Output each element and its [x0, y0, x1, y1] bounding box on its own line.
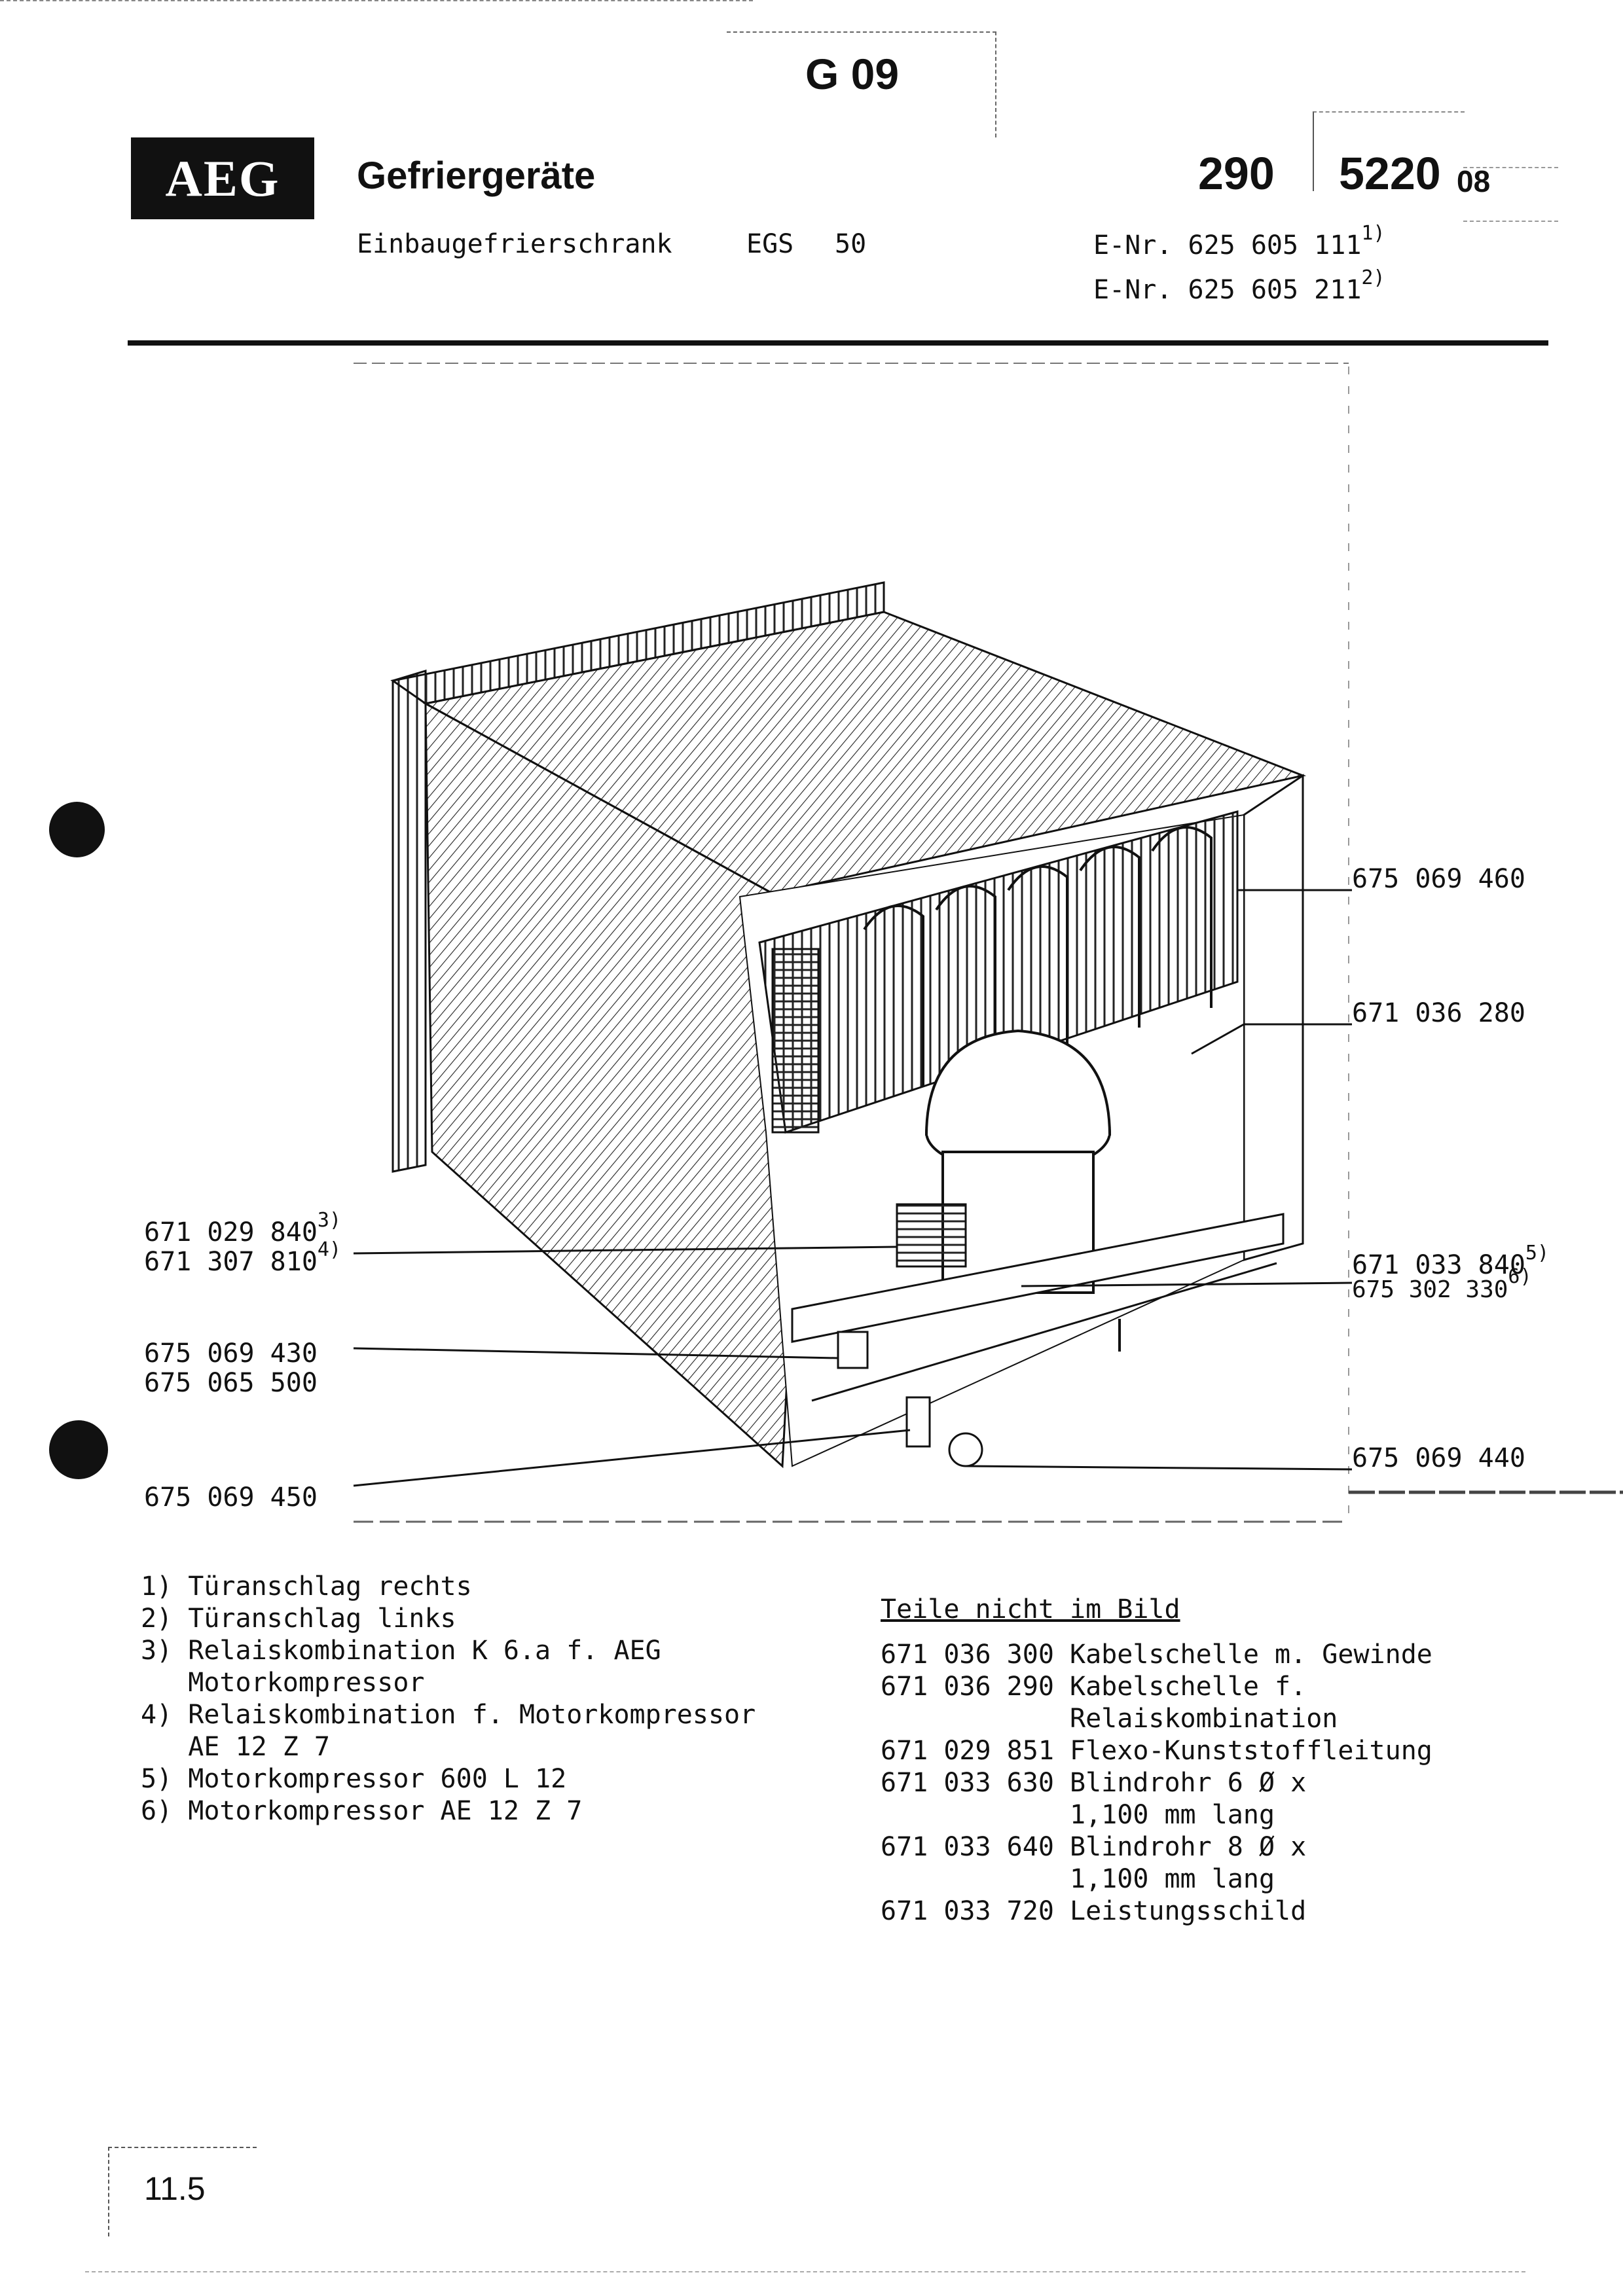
top-edge-rule: [0, 0, 753, 3]
parts-line: 671 036 290 Kabelschelle f.: [881, 1672, 1307, 1702]
footnote-line: Motorkompressor: [141, 1668, 425, 1698]
footnotes: 1) Türanschlag rechts 2) Türanschlag lin…: [141, 1571, 756, 1827]
parts-line: 671 036 300 Kabelschelle m. Gewinde: [881, 1640, 1432, 1670]
brand-logo: AEG: [131, 137, 314, 219]
bottom-edge-rule: [85, 2271, 1525, 2274]
callout-675-302-330: 675 302 3306): [1352, 1265, 1532, 1303]
footnote-line: AE 12 Z 7: [141, 1732, 330, 1762]
callout-671-029-840: 671 029 8403): [144, 1209, 342, 1247]
callout-671-036-280: 671 036 280: [1352, 998, 1525, 1028]
header-rule: [128, 340, 1548, 346]
page-title: Gefriergeräte: [357, 154, 596, 197]
doc-suffix-box: [1463, 167, 1558, 222]
subtitle: Einbaugefrierschrank: [357, 229, 672, 259]
punch-hole-bottom: [49, 1420, 108, 1479]
parts-line: 671 029 851 Flexo-Kunststoffleitung: [881, 1736, 1432, 1766]
model-number: 50: [835, 229, 867, 259]
parts-line: 671 033 720 Leistungsschild: [881, 1896, 1307, 1926]
doc-prefix: 290: [1198, 148, 1275, 199]
footnote-line: 6) Motorkompressor AE 12 Z 7: [141, 1796, 583, 1826]
enr-line-1: E-Nr. 625 605 1111): [1093, 222, 1385, 260]
footnote-line: 1) Türanschlag rechts: [141, 1571, 472, 1602]
callout-675-069-430: 675 069 430: [144, 1338, 318, 1369]
parts-heading: Teile nicht im Bild: [881, 1594, 1180, 1624]
callout-675-069-440: 675 069 440: [1352, 1443, 1525, 1473]
footnote-line: 2) Türanschlag links: [141, 1604, 456, 1634]
callout-675-069-460: 675 069 460: [1352, 864, 1525, 894]
doc-number-box: [1313, 111, 1465, 191]
model-type: EGS: [746, 229, 794, 259]
footnote-line: 5) Motorkompressor 600 L 12: [141, 1764, 567, 1794]
section-code: G 09: [805, 50, 900, 98]
parts-line: 1,100 mm lang: [881, 1864, 1275, 1894]
page-number-box: [108, 2147, 257, 2236]
parts-line: 671 033 640 Blindrohr 8 Ø x: [881, 1832, 1307, 1862]
doc-suffix: 08: [1457, 164, 1491, 198]
freezer-exploded-illustration: [353, 363, 1623, 1523]
doc-number: 5220: [1339, 148, 1441, 199]
page-number: 11.5: [144, 2170, 206, 2207]
parts-not-shown: Teile nicht im Bild 671 036 300 Kabelsch…: [881, 1594, 1432, 1928]
parts-line: 1,100 mm lang: [881, 1800, 1275, 1830]
parts-line: Relaiskombination: [881, 1704, 1338, 1734]
callout-675-069-450: 675 069 450: [144, 1482, 318, 1513]
parts-line: 671 033 630 Blindrohr 6 Ø x: [881, 1768, 1307, 1798]
enr-line-2: E-Nr. 625 605 2112): [1093, 266, 1385, 305]
callout-671-307-810: 671 307 8104): [144, 1238, 342, 1277]
footnote-line: 3) Relaiskombination K 6.a f. AEG: [141, 1636, 661, 1666]
callout-671-033-840: 671 033 8405): [1352, 1242, 1550, 1280]
section-code-box: [727, 31, 996, 137]
punch-hole-top: [49, 802, 105, 857]
footnote-line: 4) Relaiskombination f. Motorkompressor: [141, 1700, 756, 1730]
callout-675-065-500: 675 065 500: [144, 1368, 318, 1398]
